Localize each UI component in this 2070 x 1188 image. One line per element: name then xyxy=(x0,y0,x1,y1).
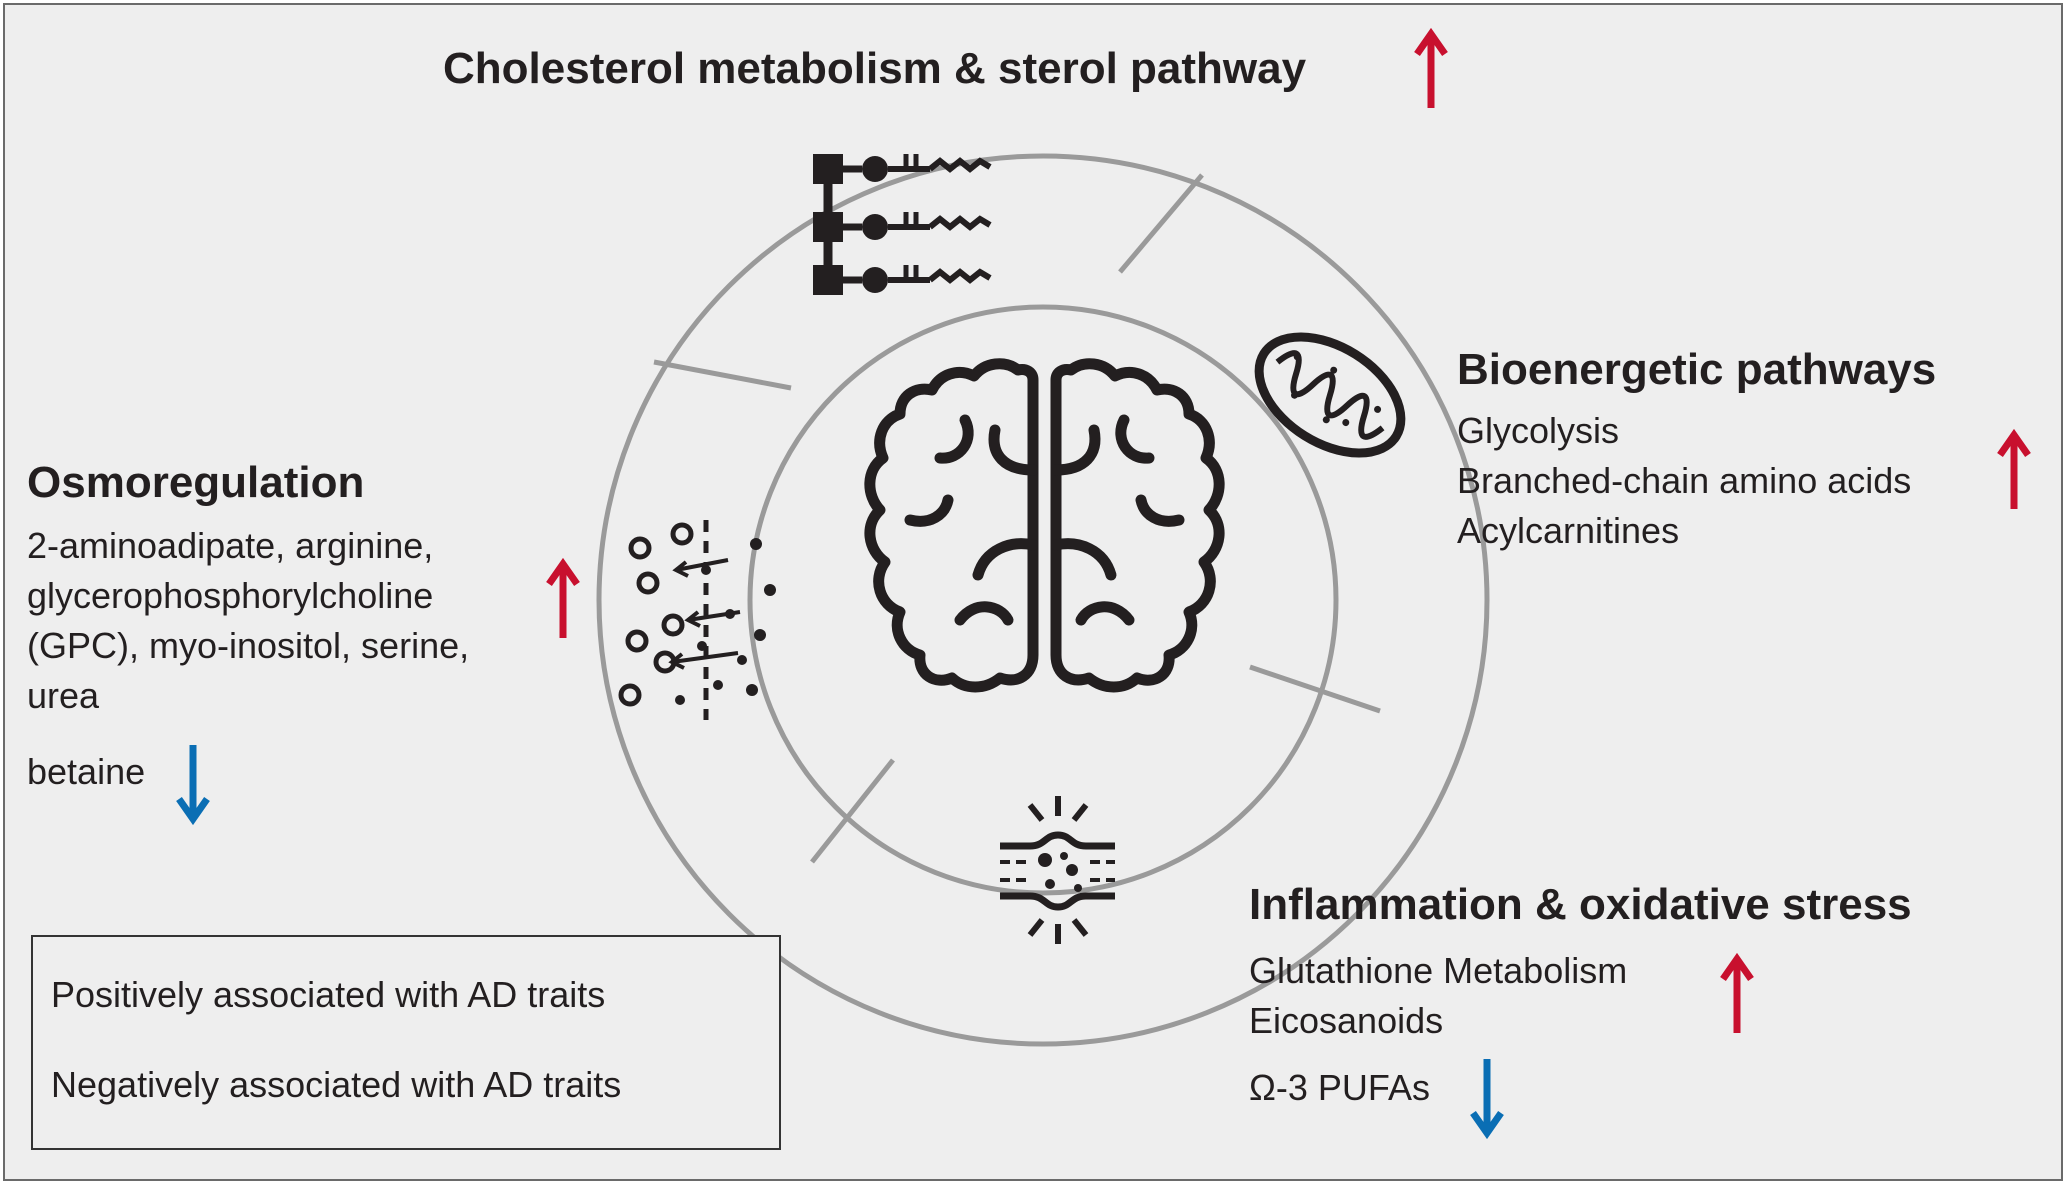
osmoregulation-line: (GPC), myo-inositol, serine, xyxy=(27,625,470,666)
osmoregulation-line: urea xyxy=(27,675,100,716)
legend-positive-label: Positively associated with AD traits xyxy=(51,974,606,1015)
ring-divider xyxy=(653,359,792,391)
bioenergetic-item: Glycolysis xyxy=(1457,410,1620,451)
osmoregulation-line: glycerophosphorylcholine xyxy=(27,575,434,616)
osmoregulation-up-arrow xyxy=(549,564,577,638)
bioenergetic-title: Bioenergetic pathways xyxy=(1457,345,1937,394)
ring-divider xyxy=(1118,173,1204,274)
inflamed-vessel-icon xyxy=(1000,796,1115,944)
ring-divider xyxy=(810,758,895,864)
osmoregulation-title: Osmoregulation xyxy=(27,458,365,507)
inflammation-up-arrow xyxy=(1723,959,1751,1033)
inflammation-title: Inflammation & oxidative stress xyxy=(1249,880,1912,929)
betaine-label: betaine xyxy=(27,751,146,792)
legend-negative-label: Negatively associated with AD traits xyxy=(51,1064,622,1105)
pufa-down-arrow xyxy=(1473,1059,1501,1133)
inner-ring xyxy=(747,304,1339,896)
inflammation-item: Glutathione Metabolism xyxy=(1249,950,1628,991)
ring-divider xyxy=(1249,664,1381,714)
osmoregulation-line: 2-aminoadipate, arginine, xyxy=(27,525,434,566)
mitochondrion-icon xyxy=(1254,332,1406,458)
pathway-ring xyxy=(596,153,1490,1047)
pufa-label: Ω-3 PUFAs xyxy=(1249,1067,1430,1108)
cholesterol-up-arrow xyxy=(1417,34,1445,108)
betaine-down-arrow xyxy=(179,745,207,819)
brain-icon xyxy=(864,358,1225,693)
bioenergetic-item: Acylcarnitines xyxy=(1457,510,1680,551)
bioenergetic-item: Branched-chain amino acids xyxy=(1457,460,1912,501)
osmosis-particles-icon xyxy=(618,520,776,720)
lipid-molecules-icon xyxy=(813,154,992,295)
outer-ring xyxy=(596,153,1490,1047)
bioenergetic-up-arrow xyxy=(2000,435,2028,509)
cholesterol-title: Cholesterol metabolism & sterol pathway xyxy=(443,44,1307,93)
legend-box xyxy=(31,935,781,1150)
inflammation-item: Eicosanoids xyxy=(1249,1000,1444,1041)
